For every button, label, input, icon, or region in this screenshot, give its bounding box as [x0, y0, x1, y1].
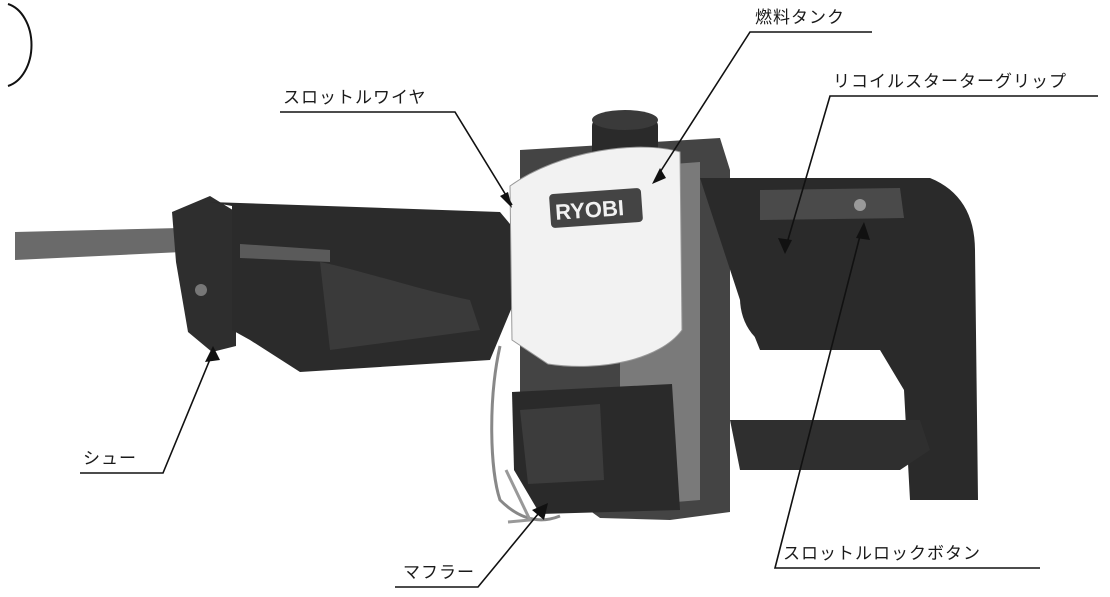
label-fuel-tank: 燃料タンク: [755, 8, 845, 28]
arrow-shoe: [205, 346, 220, 362]
leader-throttle-wire: [280, 111, 513, 206]
leader-throttle-lock: [773, 227, 1040, 569]
saw-blade: [15, 228, 182, 260]
label-throttle-lock-button: スロットルロックボタン: [783, 544, 981, 564]
label-shoe: シュー: [83, 449, 137, 469]
leader-shoe: [80, 351, 214, 474]
arrowheads: [205, 168, 870, 520]
shoe: [172, 196, 236, 352]
leader-lines: [80, 31, 1098, 588]
arrow-throttle-wire: [500, 192, 512, 208]
arrow-muffler: [532, 503, 548, 520]
leader-fuel-tank: [654, 31, 872, 181]
ryobi-logo: RYOBI: [554, 195, 624, 225]
leader-muffler: [395, 507, 544, 588]
rear-handle: [700, 178, 978, 500]
arrow-throttle-lock: [856, 222, 870, 240]
label-muffler: マフラー: [403, 563, 475, 583]
throttle-wire-loop: [490, 345, 561, 522]
corner-circle-fragment: [7, 3, 33, 87]
ryobi-logo-plate: [549, 188, 643, 228]
arrow-fuel-tank: [652, 168, 666, 184]
arrow-recoil: [778, 238, 792, 254]
label-throttle-wire: スロットルワイヤ: [283, 88, 427, 108]
label-recoil-starter-grip: リコイルスターターグリップ: [833, 72, 1067, 92]
leader-recoil-starter: [784, 95, 1098, 251]
